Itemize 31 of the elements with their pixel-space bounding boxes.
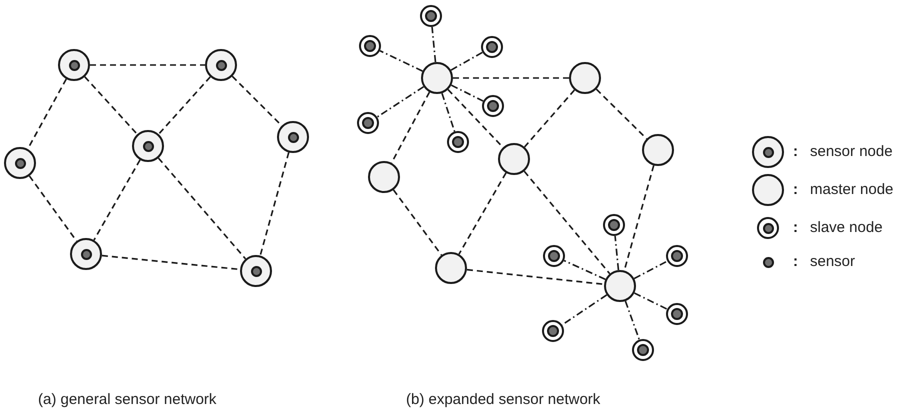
dash-dot-link [450, 52, 483, 71]
dash-dot-link [614, 236, 620, 270]
legend-label: sensor node [810, 144, 893, 159]
dashed-link [102, 254, 240, 270]
dash-dot-link [441, 92, 456, 132]
legend-colon: : [793, 254, 798, 269]
dashed-link [259, 152, 290, 256]
dashed-link [84, 76, 138, 135]
dash-dot-link [562, 294, 608, 326]
legend-colon: : [793, 220, 798, 235]
dashed-link [466, 268, 604, 286]
dashed-link [453, 77, 569, 79]
dash-dot-link [634, 292, 668, 310]
dashed-link [158, 76, 211, 135]
legend-colon: : [793, 182, 798, 197]
dashed-link [524, 170, 610, 274]
dash-dot-link [624, 300, 640, 340]
legend-label: master node [810, 182, 894, 197]
legend-label: slave node [810, 220, 883, 235]
legend-colon: : [793, 144, 798, 159]
legend-label: sensor [810, 254, 856, 269]
dash-dot-link [564, 260, 606, 280]
dashed-link [392, 189, 442, 256]
dash-dot-link [431, 26, 436, 62]
panel-caption: (a) general sensor network [38, 392, 216, 407]
dashed-link [158, 158, 246, 260]
dash-dot-link [380, 50, 423, 72]
dash-dot-link [634, 260, 668, 280]
panel-caption: (b) expanded sensor network [406, 392, 600, 407]
dashed-link [524, 90, 576, 148]
dashed-link [90, 64, 205, 66]
